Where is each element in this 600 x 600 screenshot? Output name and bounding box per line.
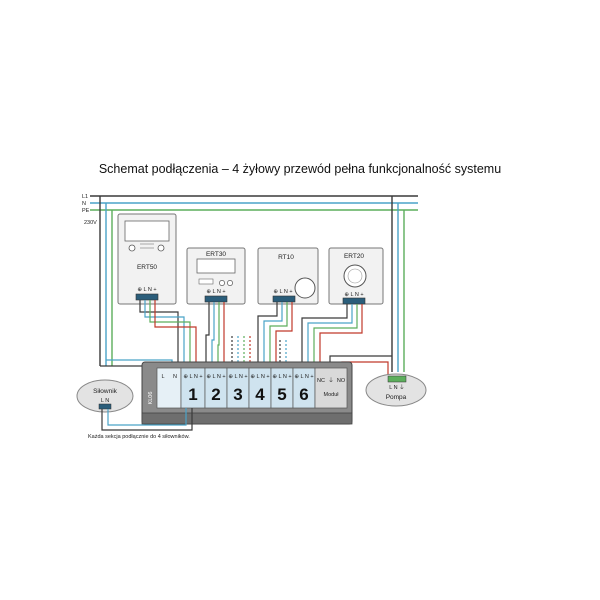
- section-number: 3: [233, 385, 242, 404]
- svg-text:⊕ L N +: ⊕ L N +: [228, 374, 247, 380]
- terminal-block: [272, 295, 296, 303]
- power-terminal-l: L: [161, 374, 164, 380]
- pump: L N ⏚ Pompa: [365, 373, 427, 407]
- power-bus: L1 N PE 230V: [82, 194, 418, 372]
- bus-label-n: N: [82, 201, 86, 207]
- svg-text:⊕ L N +: ⊕ L N +: [183, 374, 202, 380]
- section-5: ⊕ L N + 5: [270, 367, 294, 409]
- section-number: 6: [299, 385, 308, 404]
- terminal-block: [204, 295, 228, 303]
- thermostat-label: ERT20: [344, 253, 364, 260]
- button-icon: [227, 280, 233, 286]
- dial-icon: [343, 264, 367, 288]
- section-3: ⊕ L N + 3: [226, 367, 250, 409]
- actuator: Siłownik L N: [76, 379, 134, 413]
- section-6: ⊕ L N + 6: [292, 367, 316, 409]
- svg-text:⊕ L N +: ⊕ L N +: [272, 374, 291, 380]
- module-terminal-no: NO: [337, 378, 346, 384]
- dial-icon: [294, 277, 316, 299]
- controller-model-label: KL06: [148, 392, 154, 405]
- terminal-block: [98, 403, 112, 410]
- module-terminal-nc: NC: [317, 378, 325, 384]
- module-label: Moduł: [324, 392, 340, 398]
- svg-text:⊕ L N +: ⊕ L N +: [294, 374, 313, 380]
- thermostat-ert30: ERT30 ⊕ L N +: [186, 247, 246, 305]
- bus-label-pe: PE: [82, 208, 90, 214]
- thermostat-label: ERT30: [206, 251, 226, 258]
- module-terminal-ground: ⏚: [328, 377, 334, 384]
- section-2: ⊕ L N + 2: [204, 367, 228, 409]
- terminal-block: [342, 297, 366, 305]
- display-screen: [124, 220, 170, 242]
- section-number: 2: [211, 385, 220, 404]
- terminal-block: [135, 293, 159, 301]
- bus-label-l1: L1: [82, 194, 88, 200]
- thermostat-label: RT10: [278, 254, 294, 261]
- thermostat-rt10: RT10 ⊕ L N +: [257, 247, 319, 305]
- actuator-label: Siłownik: [93, 388, 118, 395]
- section-number: 1: [188, 385, 197, 404]
- pump-module: NC ⏚ NO Moduł: [314, 367, 348, 409]
- page-title: Schemat podłączenia – 4 żyłowy przewód p…: [99, 162, 501, 176]
- section-number: 4: [255, 385, 265, 404]
- pump-terminals: L N ⏚: [389, 384, 404, 391]
- terminal-label: ⊕ L N +: [273, 289, 292, 295]
- thermostat-wires: [139, 300, 392, 380]
- bus-voltage-label: 230V: [84, 220, 97, 226]
- section-4: ⊕ L N + 4: [248, 367, 272, 409]
- section-1: ⊕ L N + 1: [180, 367, 206, 409]
- terminal-label: ⊕ L N +: [206, 289, 225, 295]
- pump-label: Pompa: [386, 394, 407, 401]
- power-terminal-n: N: [173, 374, 177, 380]
- button-icon: [128, 244, 136, 252]
- thermostat-label: ERT50: [137, 264, 157, 271]
- svg-text:⊕ L N +: ⊕ L N +: [250, 374, 269, 380]
- svg-text:⊕ L N +: ⊕ L N +: [206, 374, 225, 380]
- actuator-terminals: L N: [101, 398, 109, 404]
- terminal-block: [387, 375, 407, 383]
- terminal-label: ⊕ L N +: [344, 292, 363, 298]
- thermostat-ert50: ERT50 ⊕ L N +: [117, 213, 177, 305]
- button-icon: [219, 280, 225, 286]
- controller-kl06: KL06 L N ⊕ L N + 1 ⊕ L N + 2 ⊕ L N + 3 ⊕…: [141, 361, 353, 425]
- display-screen: [196, 258, 236, 274]
- section-number: 5: [277, 385, 286, 404]
- note-text: Każda sekcja podłącznie do 4 siłowników.: [88, 434, 190, 440]
- terminal-label: ⊕ L N +: [137, 287, 156, 293]
- thermostat-ert20: ERT20 ⊕ L N +: [328, 247, 384, 305]
- button-icon: [157, 244, 165, 252]
